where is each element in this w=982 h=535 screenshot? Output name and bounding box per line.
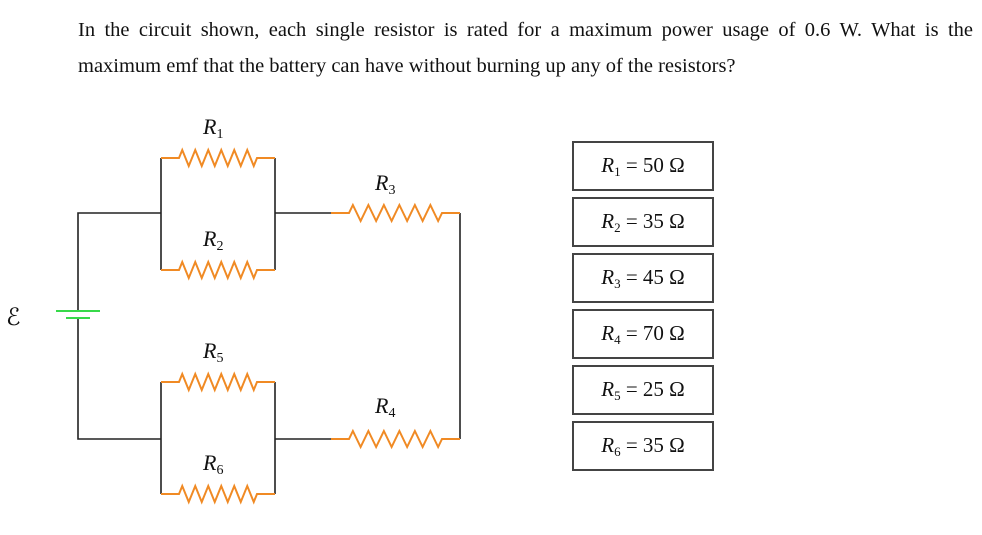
table-row: R4 = 70 Ω (572, 309, 714, 359)
resistor-r3-icon (331, 202, 460, 224)
label-r5: R5 (202, 338, 223, 366)
table-row: R5 = 25 Ω (572, 365, 714, 415)
label-r2: R2 (202, 226, 223, 254)
resistance-table: R1 = 50 Ω R2 = 35 Ω R3 = 45 Ω R4 = 70 Ω … (572, 141, 714, 477)
problem-statement: In the circuit shown, each single resist… (78, 12, 973, 84)
circuit-wires (77, 158, 461, 494)
wire-left-bottom (77, 318, 161, 440)
label-r4: R4 (374, 393, 395, 421)
battery (56, 310, 100, 319)
label-r3: R3 (374, 170, 395, 198)
resistor-r4-icon (331, 428, 460, 450)
table-row: R6 = 35 Ω (572, 421, 714, 471)
wire-left-top (77, 212, 161, 311)
label-r1: R1 (202, 114, 223, 142)
table-row: R1 = 50 Ω (572, 141, 714, 191)
problem-text: In the circuit shown, each single resist… (78, 19, 973, 77)
resistor-r1-icon (161, 147, 275, 169)
table-row: R2 = 35 Ω (572, 197, 714, 247)
label-r6: R6 (202, 450, 223, 478)
emf-label: ℰ (6, 303, 21, 331)
resistors (161, 147, 460, 505)
resistor-r2-icon (161, 259, 275, 281)
resistor-r6-icon (161, 483, 275, 505)
resistor-r5-icon (161, 371, 275, 393)
table-row: R3 = 45 Ω (572, 253, 714, 303)
